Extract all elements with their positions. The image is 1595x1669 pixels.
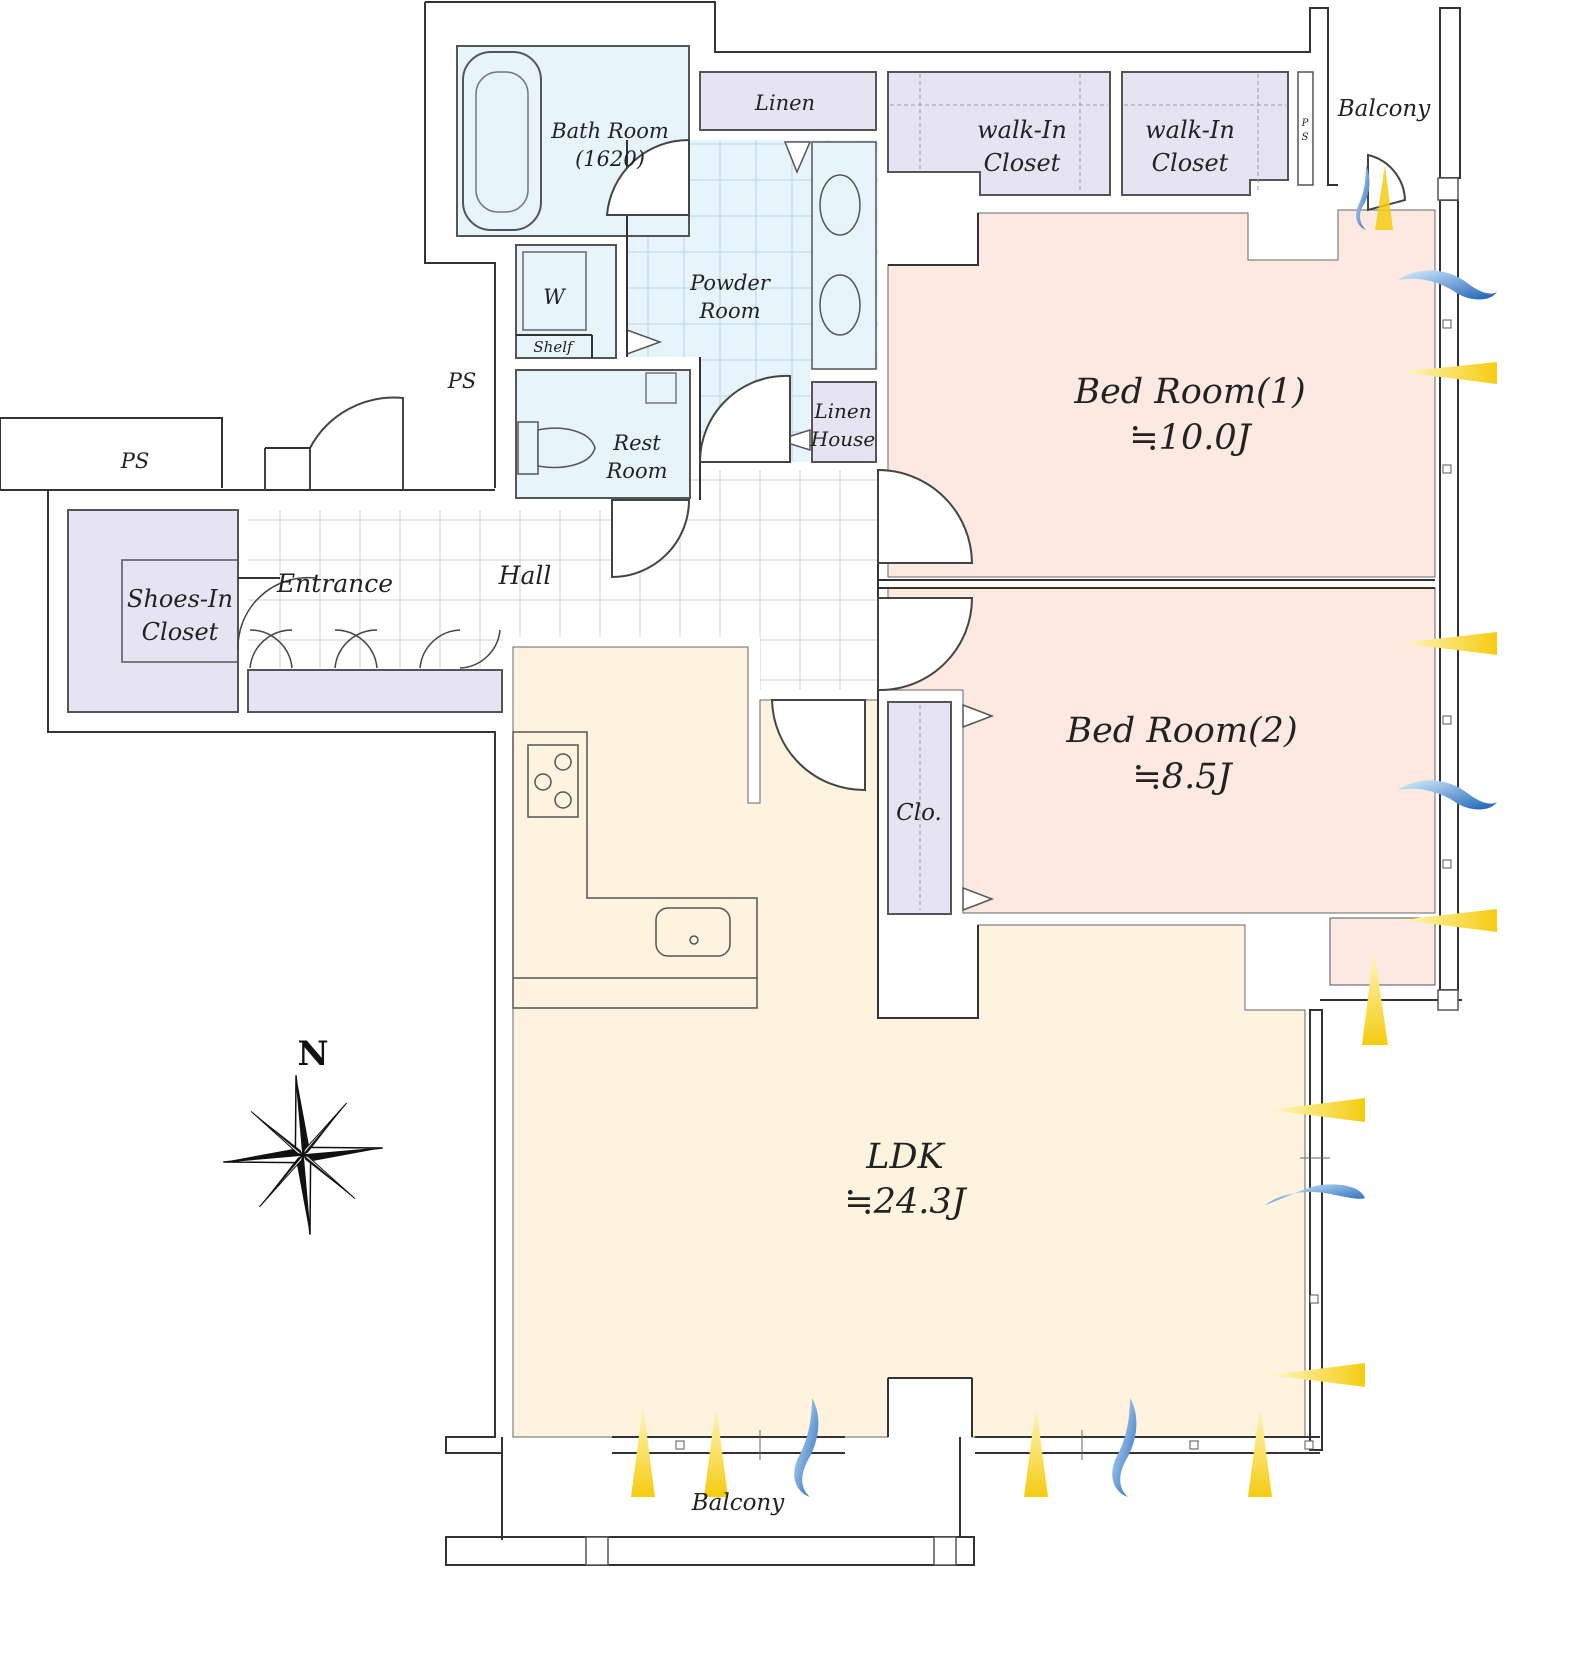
bed2-area: ≒8.5J [1132,757,1233,797]
shoes-closet-label-1: Shoes-In [127,585,233,613]
sun-arrow [704,1405,728,1497]
wind-arrow [1356,165,1370,230]
linen-house-label-2: House [810,427,875,451]
sun-arrow [631,1405,655,1497]
shelf-label: Shelf [533,338,575,356]
ldk-area: ≒24.3J [844,1182,967,1222]
wind-arrow [794,1398,819,1497]
sun-arrow [1024,1405,1048,1497]
linen-house-label-1: Linen [813,399,871,423]
room-labels: Bath Room (1620) Linen walk-In Closet wa… [120,91,1432,1516]
ps-small-label-1: P [1301,118,1309,129]
bed1-door[interactable] [877,468,974,564]
bed2-door[interactable] [877,597,974,691]
wind-arrow [1112,1398,1137,1497]
walls [0,1,1462,1566]
bath-door[interactable] [605,138,690,216]
floors [248,140,1436,1438]
wic2-label-2: Closet [1152,149,1229,177]
wind-arrow [1398,270,1497,300]
vanity-counter [811,141,877,370]
sink-1 [819,174,861,236]
stove [527,744,579,818]
rest-room-label-1: Rest [612,431,661,455]
walk-in-closet-2 [1121,71,1289,196]
hall-label: Hall [498,561,552,590]
bed1-area: ≒10.0J [1129,418,1252,458]
linen-top [699,71,877,131]
hall-floor [248,470,878,690]
bed1-label: Bed Room(1) [1073,372,1305,412]
kitchen-counter [512,731,758,1009]
ps-left-label: PS [120,449,150,473]
bathtub [462,51,542,231]
bath-room-size: (1620) [575,147,645,171]
doors [237,138,1407,792]
compass-north-label: N [297,1034,328,1074]
light-arrows [631,165,1497,1497]
clo-label: Clo. [896,800,942,826]
sink-2 [819,274,861,336]
hall-door[interactable] [611,499,691,579]
bath-room-label: Bath Room [550,119,669,143]
ps-small-label-2: S [1302,132,1309,143]
window-markers [585,177,1459,1566]
wic1-label-1: walk-In [977,116,1067,144]
sun-arrow [1248,1405,1272,1497]
entrance-storage [247,669,503,713]
wic2-label-1: walk-In [1145,116,1235,144]
sun-arrow [1270,1363,1365,1387]
bed2-floor [888,588,1435,913]
ps-small [1297,71,1314,186]
sun-arrow [1400,909,1497,932]
bed2-nook [1329,917,1436,986]
sun-arrow [1375,165,1393,230]
rest-door[interactable] [698,374,791,463]
compass-rose-icon [223,1075,383,1235]
closets [67,71,1435,915]
wind-arrow [1265,1184,1365,1205]
clo-closet [887,701,952,915]
walk-in-closet-1 [887,71,1111,196]
linen-house [811,381,877,463]
ps-mid-label: PS [447,369,477,393]
bed1-floor [888,210,1435,577]
ldk-floor [513,647,1305,1437]
powder-label-2: Room [698,299,760,323]
wind-arrow [1398,780,1497,810]
sun-arrow [1400,362,1497,384]
sun-arrow [1400,632,1497,655]
kitchen-sink [655,907,731,957]
shoe-closet-doors[interactable] [249,629,501,669]
entrance-label: Entrance [276,569,393,598]
sun-arrow [1362,950,1388,1045]
sun-arrow [1270,1098,1365,1122]
toilet [517,421,539,475]
shoes-closet-label-2: Closet [142,618,219,646]
ldk-label: LDK [865,1137,945,1177]
kitchen [512,731,758,1009]
linen-label: Linen [754,91,815,115]
compass: N [223,1034,383,1235]
entry-door[interactable] [264,396,404,490]
wic1-label-2: Closet [984,149,1061,177]
bed2-label: Bed Room(2) [1065,711,1297,751]
balcony-s-label: Balcony [691,1490,786,1516]
ldk-door[interactable] [770,699,866,792]
rest-room-label-2: Room [605,459,667,483]
powder-label-1: Powder [689,271,772,295]
balcony-ne-label: Balcony [1337,96,1432,122]
washer-label: W [543,285,567,309]
